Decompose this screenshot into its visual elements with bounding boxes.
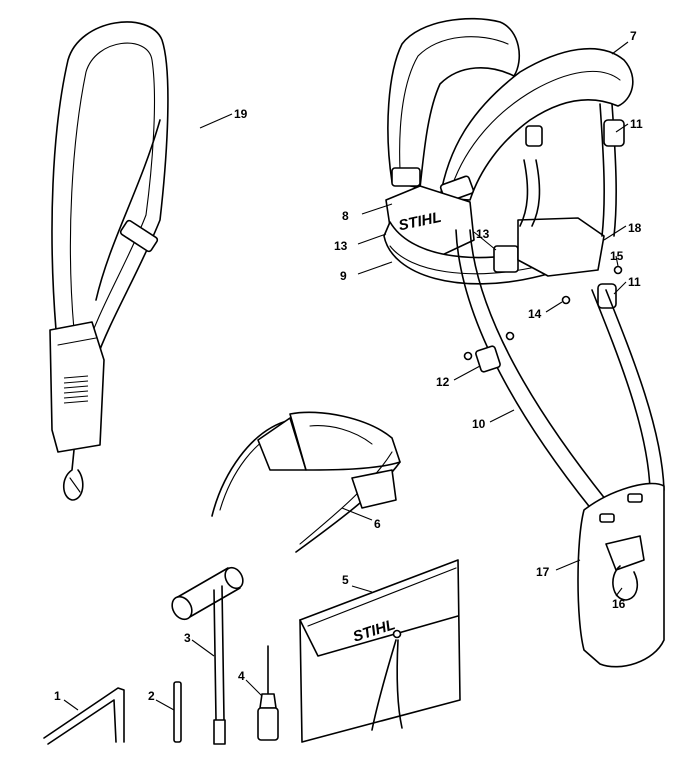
callout-14: 14 [528,307,542,321]
callout-12: 12 [436,375,450,389]
callout-6: 6 [374,517,381,531]
callout-16: 17 [536,565,550,579]
combination-wrench [171,566,244,745]
callout-10: 10 [472,417,486,431]
shoulder-strap [49,21,233,501]
screwdriver [245,645,279,741]
callout-18: 16 [612,597,626,611]
hex-key [43,687,125,745]
strap-label-hatching [63,375,89,404]
callout-17: 18 [628,221,642,235]
callout-13-center: 13 [476,227,490,241]
tool-pouch: STIHL [299,559,461,743]
callout-labels: 19 7 11 8 13 18 13 15 9 11 14 12 10 6 17… [54,29,643,703]
pin [155,681,182,743]
callout-3: 3 [184,631,191,645]
callout-13-left: 13 [334,239,348,253]
callout-2: 2 [148,689,155,703]
harness: STIHL [357,17,665,668]
callout-4: 4 [238,669,245,683]
callout-11-upper: 11 [630,117,643,131]
callout-5: 5 [342,573,349,587]
callout-15: 15 [610,249,624,263]
callout-9: 9 [340,269,347,283]
safety-glasses [211,411,401,553]
callout-1: 1 [54,689,61,703]
callout-11-lower: 11 [628,275,641,289]
callout-19: 19 [234,107,248,121]
callout-8: 8 [342,209,349,223]
callout-7: 7 [630,29,637,43]
